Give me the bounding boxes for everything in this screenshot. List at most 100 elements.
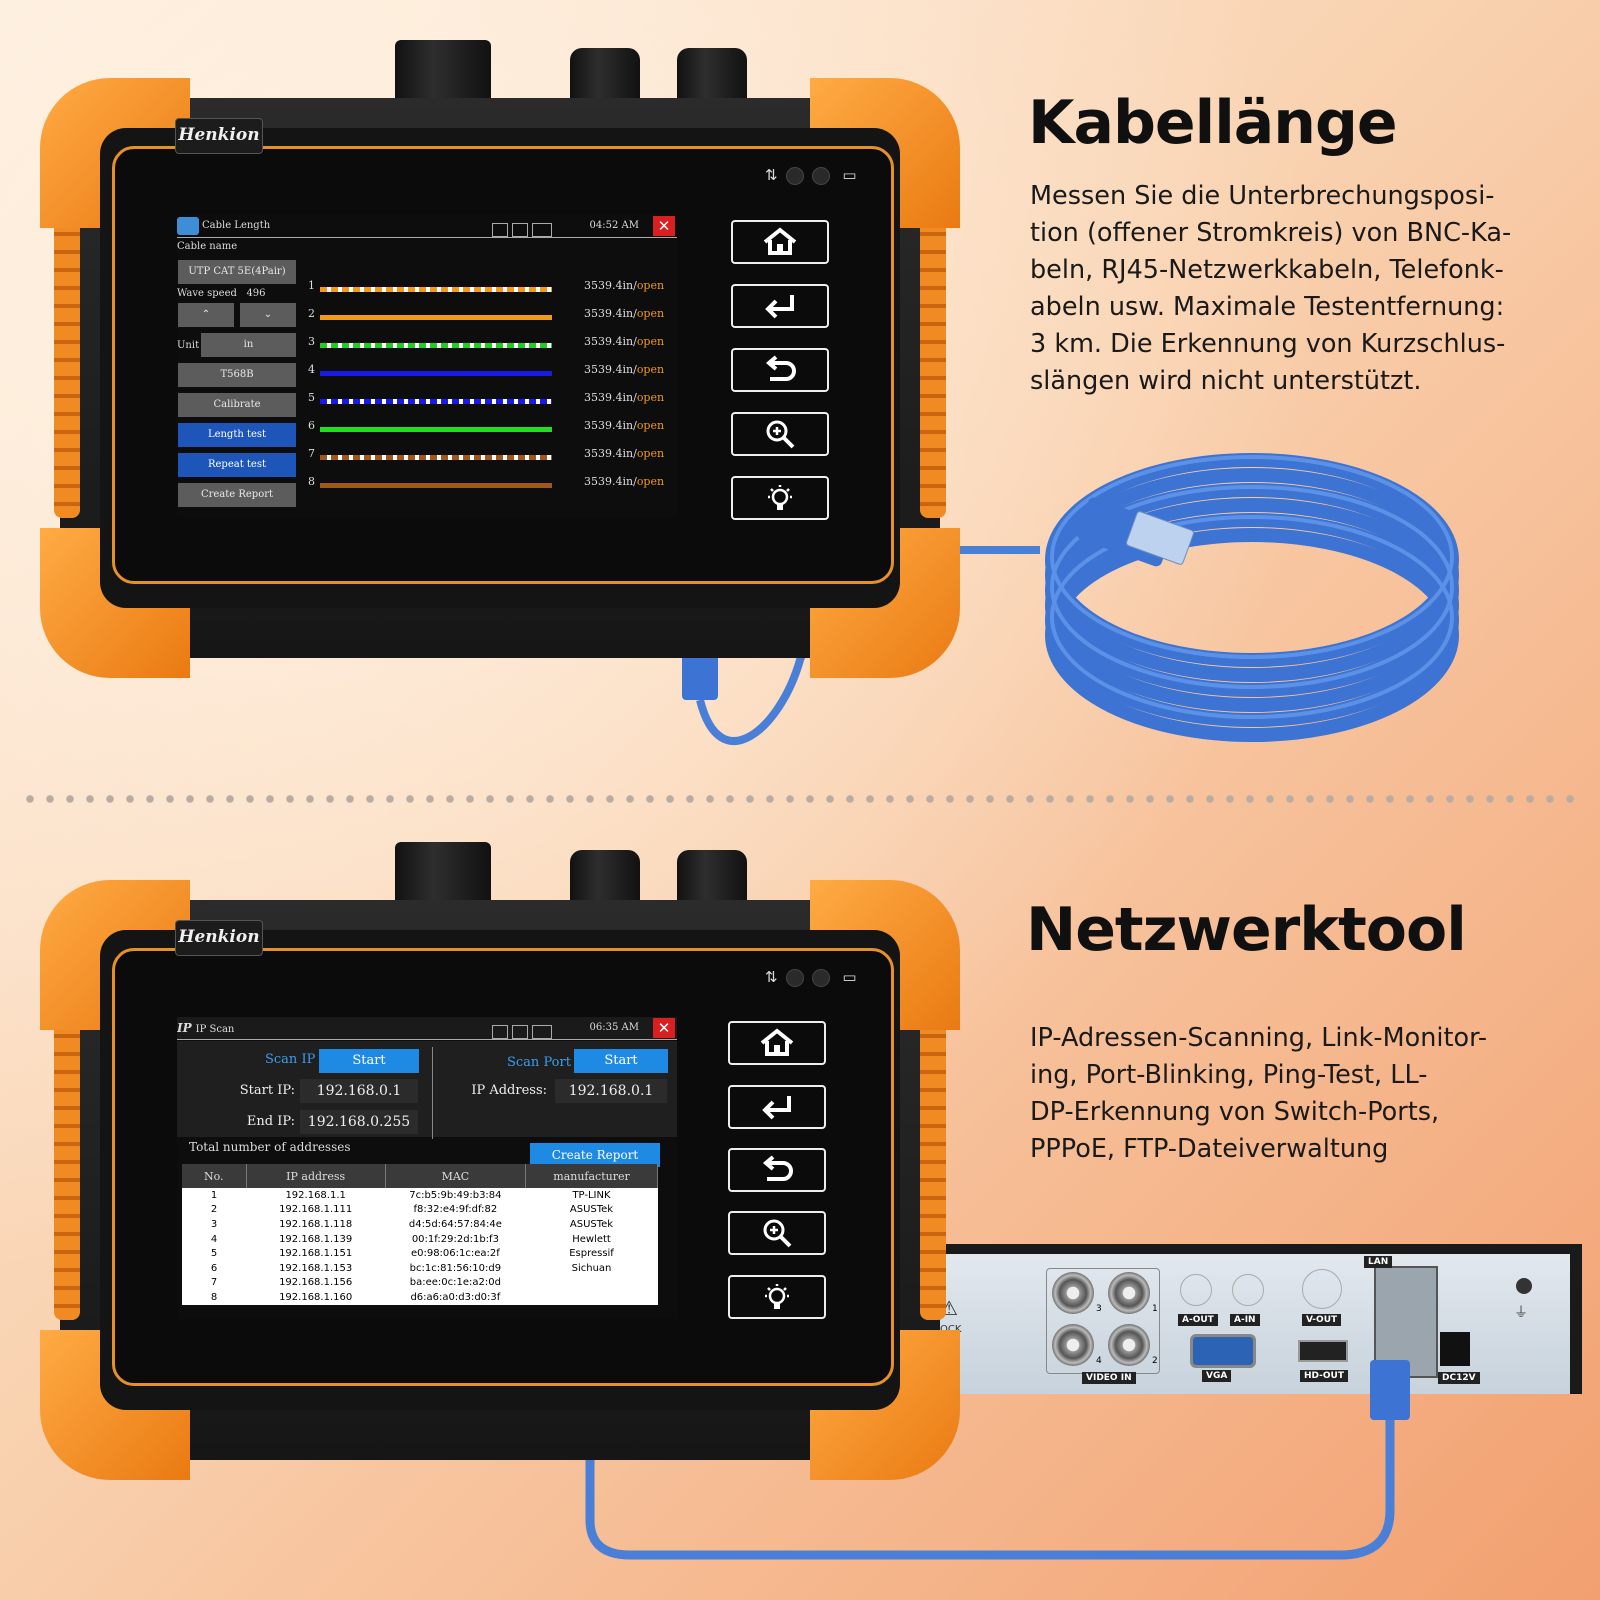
wire-length-value: 3539.4in/open [584, 419, 664, 432]
status-icons [488, 219, 552, 241]
length-text: 3539.4in/ [584, 363, 637, 376]
status-icons [488, 1021, 552, 1043]
table-cell: 192.168.1.118 [246, 1217, 386, 1232]
desc-line: IP-Adressen-Scanning, Link-Monitor- [1030, 1023, 1488, 1053]
table-cell: 00:1f:29:2d:1b:f3 [385, 1231, 526, 1247]
wave-speed-value: 496 [246, 288, 266, 299]
calibrate-button[interactable]: Calibrate [178, 393, 296, 417]
desc-line: slängen wird nicht unterstützt. [1030, 366, 1422, 396]
scan-ip-start-button[interactable]: Start [319, 1049, 419, 1073]
dvr-recorder: ⚠ OCK 3 1 4 2 VIDEO IN A-OUT A-IN VGA V-… [940, 1244, 1582, 1394]
side-grip [920, 218, 946, 518]
unit-select[interactable]: in [201, 333, 296, 357]
close-button[interactable]: ✕ [653, 216, 675, 236]
table-cell: 5 [182, 1246, 247, 1261]
table-cell: ASUSTek [525, 1217, 658, 1232]
wave-speed-label: Wave speed 496 [177, 288, 266, 299]
back-button[interactable] [731, 348, 829, 392]
bnc-port [1052, 1324, 1094, 1366]
end-ip-input[interactable]: 192.168.0.255 [300, 1110, 418, 1134]
table-cell: 2 [182, 1202, 247, 1218]
enter-button[interactable] [731, 284, 829, 328]
column-header[interactable]: No. [182, 1164, 247, 1188]
zoom-in-icon [763, 1219, 792, 1248]
brightness-button[interactable] [728, 1275, 826, 1319]
ethernet-cable-illustration [682, 453, 1459, 745]
corner-bumper [40, 1330, 190, 1480]
bnc-knob [395, 842, 491, 912]
table-cell: 8 [182, 1290, 247, 1305]
corner-bumper [810, 880, 960, 1030]
wire-pair-bar [320, 287, 552, 292]
scan-port-label: Scan Port [507, 1055, 571, 1070]
ip-app-icon: IP [177, 1021, 192, 1035]
side-grip [54, 1020, 80, 1320]
wave-speed-down-button[interactable]: ⌄ [240, 303, 296, 327]
port-number: 2 [1152, 1356, 1158, 1366]
standard-select[interactable]: T568B [178, 363, 296, 387]
column-header[interactable]: IP address [246, 1164, 386, 1188]
column-header[interactable]: manufacturer [525, 1164, 658, 1188]
length-test-button[interactable]: Length test [178, 423, 296, 447]
table-cell: Hewlett [525, 1231, 658, 1247]
ip-address-input[interactable]: 192.168.0.1 [555, 1079, 667, 1103]
battery-icon: ▭ [842, 968, 857, 986]
scan-ip-label: Scan IP [265, 1052, 316, 1067]
wire-pair-bar [320, 315, 552, 320]
cable-length-panel: Henkion ⇅ ▭ Cable Length 04:52 AM ✕ Cabl… [0, 0, 1600, 790]
battery-icon [532, 222, 552, 237]
port-number: 1 [1152, 1304, 1158, 1314]
start-ip-input[interactable]: 192.168.0.1 [300, 1079, 418, 1103]
wire-number: 8 [308, 475, 315, 488]
dc-jack [1440, 1332, 1470, 1366]
desc-line: abeln usw. Maximale Testentfernung: [1030, 292, 1505, 322]
wire-number: 2 [308, 307, 315, 320]
column-header[interactable]: MAC [385, 1164, 527, 1188]
create-report-button[interactable]: Create Report [178, 483, 296, 507]
bnc-knob [677, 850, 747, 912]
zoom-button[interactable] [728, 1211, 826, 1255]
brightness-button[interactable] [731, 476, 829, 520]
close-button[interactable]: ✕ [653, 1018, 675, 1038]
start-ip-label: Start IP: [239, 1083, 295, 1098]
table-cell: bc:1c:81:56:10:d9 [385, 1260, 526, 1276]
bnc-port [1108, 1272, 1150, 1314]
battery-icon [532, 1024, 552, 1039]
dc-label: DC12V [1438, 1372, 1480, 1384]
wire-number: 7 [308, 447, 315, 460]
enter-icon [762, 1096, 791, 1120]
bnc-port [1052, 1272, 1094, 1314]
ip-address-label: IP Address: [471, 1083, 547, 1098]
wire-status: open [636, 279, 665, 292]
ground-icon: ⏚ [1514, 1305, 1528, 1321]
camera-icon [492, 1024, 508, 1039]
table-cell: Espressif [525, 1246, 658, 1261]
home-button[interactable] [731, 220, 829, 264]
cable-name-select[interactable]: UTP CAT 5E(4Pair) [178, 260, 296, 284]
scan-port-start-button[interactable]: Start [574, 1049, 668, 1073]
home-button[interactable] [728, 1021, 826, 1065]
zoom-button[interactable] [731, 412, 829, 456]
table-cell: e0:98:06:1c:ea:2f [385, 1246, 526, 1261]
wire-length-value: 3539.4in/open [584, 307, 664, 320]
wave-speed-up-button[interactable]: ⌃ [178, 303, 234, 327]
create-report-button[interactable]: Create Report [530, 1143, 660, 1167]
transfer-icon: ⇅ [765, 166, 778, 184]
wire-status: open [636, 363, 665, 376]
table-cell [525, 1290, 658, 1305]
cable-name-label: Cable name [177, 241, 238, 252]
lan-label: LAN [1364, 1256, 1393, 1268]
repeat-test-button[interactable]: Repeat test [178, 453, 296, 477]
length-text: 3539.4in/ [584, 279, 637, 292]
back-button[interactable] [728, 1148, 826, 1192]
enter-button[interactable] [728, 1085, 826, 1129]
